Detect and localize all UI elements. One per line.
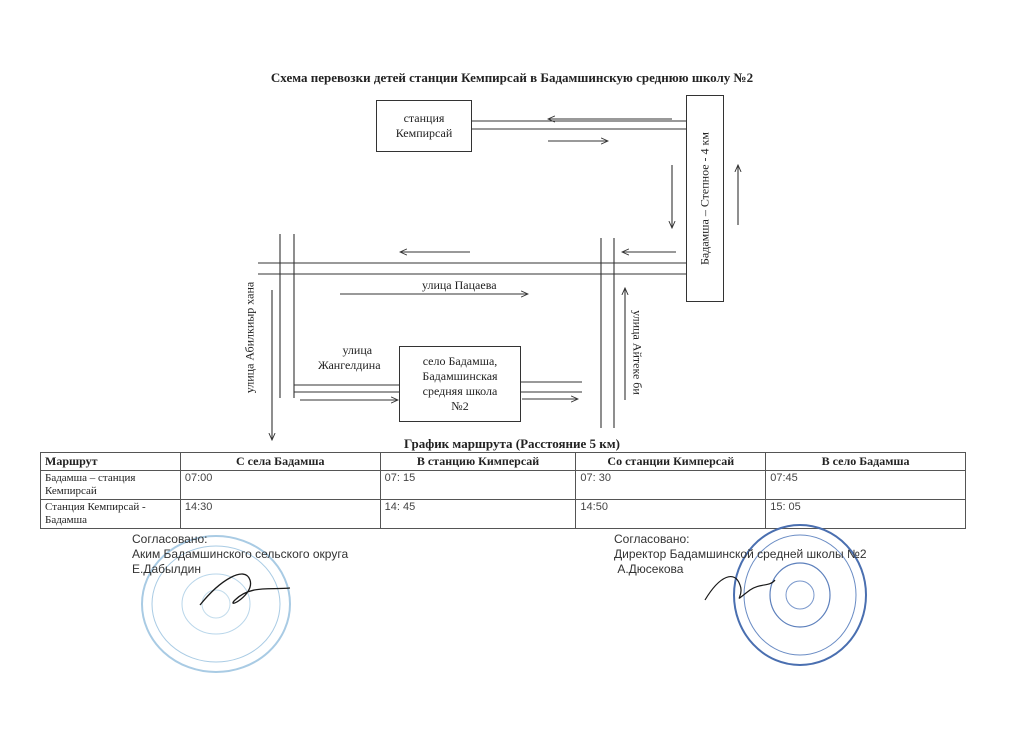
road-box: Бадамша – Степное - 4 км <box>686 95 724 302</box>
approval-right: Согласовано: Директор Бадамшинской средн… <box>614 532 867 577</box>
station-box: станция Кемпирсай <box>376 100 472 152</box>
school-box-line: №2 <box>451 399 469 413</box>
approval-person: А.Дюсекова <box>614 562 684 576</box>
signature-left <box>199 573 291 606</box>
road-label: Бадамша – Степное - 4 км <box>697 132 712 265</box>
approval-label: Согласовано: <box>614 532 690 546</box>
school-box-line: средняя школа <box>422 384 498 398</box>
table-row: Станция Кемпирсай - Бадамша 14:30 14: 45… <box>40 499 966 529</box>
station-box-line: Кемпирсай <box>395 126 453 140</box>
street-label-patsaev: улица Пацаева <box>422 278 497 292</box>
table-cell: 07:45 <box>765 470 966 500</box>
table-cell: 14:30 <box>179 499 381 529</box>
table-cell: 07:00 <box>179 470 381 500</box>
table-header-row: Маршрут С села Бадамша В станцию Кимперс… <box>40 452 966 471</box>
page-title: Схема перевозки детей станции Кемпирсай … <box>270 70 754 85</box>
street-label-line: Жангелдина <box>318 358 381 372</box>
school-box-line: село Бадамша, <box>422 354 498 368</box>
schedule-title: График маршрута (Расстояние 5 км) <box>404 436 620 451</box>
schedule-table: Маршрут С села Бадамша В станцию Кимперс… <box>40 452 966 529</box>
street-label-aiteke: улица Айтеке би <box>630 310 645 395</box>
approval-person: Е.Дабылдин <box>132 562 201 576</box>
approval-position: Аким Бадамшинского сельского округа <box>132 547 349 561</box>
signature-right <box>704 575 776 601</box>
street-label-line: улица <box>342 343 373 357</box>
table-cell: 14: 45 <box>379 499 577 529</box>
table-cell: 15: 05 <box>765 499 966 529</box>
street-label-abilkhair: улица Абилкиыр хана <box>242 281 257 394</box>
approval-label: Согласовано: <box>132 532 208 546</box>
station-box-line: станция <box>403 111 445 125</box>
approval-position: Директор Бадамшинской средней школы №2 <box>614 547 867 561</box>
school-box-line: Бадамшинская <box>422 369 498 383</box>
table-row: Бадамша – станция Кемпирсай 07:00 07: 15… <box>40 470 966 500</box>
street-label-zhangeldin: улица Жангелдина <box>318 343 381 373</box>
school-box: село Бадамша, Бадамшинская средняя школа… <box>399 346 521 422</box>
column-header: Со станции Кимперсай <box>575 452 767 471</box>
stamp-left <box>141 535 291 673</box>
column-header: С села Бадамша <box>179 452 381 471</box>
column-header: В село Бадамша <box>765 452 966 471</box>
table-cell: 07: 15 <box>379 470 577 500</box>
column-header: В станцию Кимперсай <box>379 452 577 471</box>
column-header: Маршрут <box>40 452 181 471</box>
table-cell: 07: 30 <box>575 470 767 500</box>
approval-left: Согласовано: Аким Бадамшинского сельског… <box>132 532 348 577</box>
table-cell: Станция Кемпирсай - Бадамша <box>40 499 181 529</box>
table-cell: Бадамша – станция Кемпирсай <box>40 470 181 500</box>
